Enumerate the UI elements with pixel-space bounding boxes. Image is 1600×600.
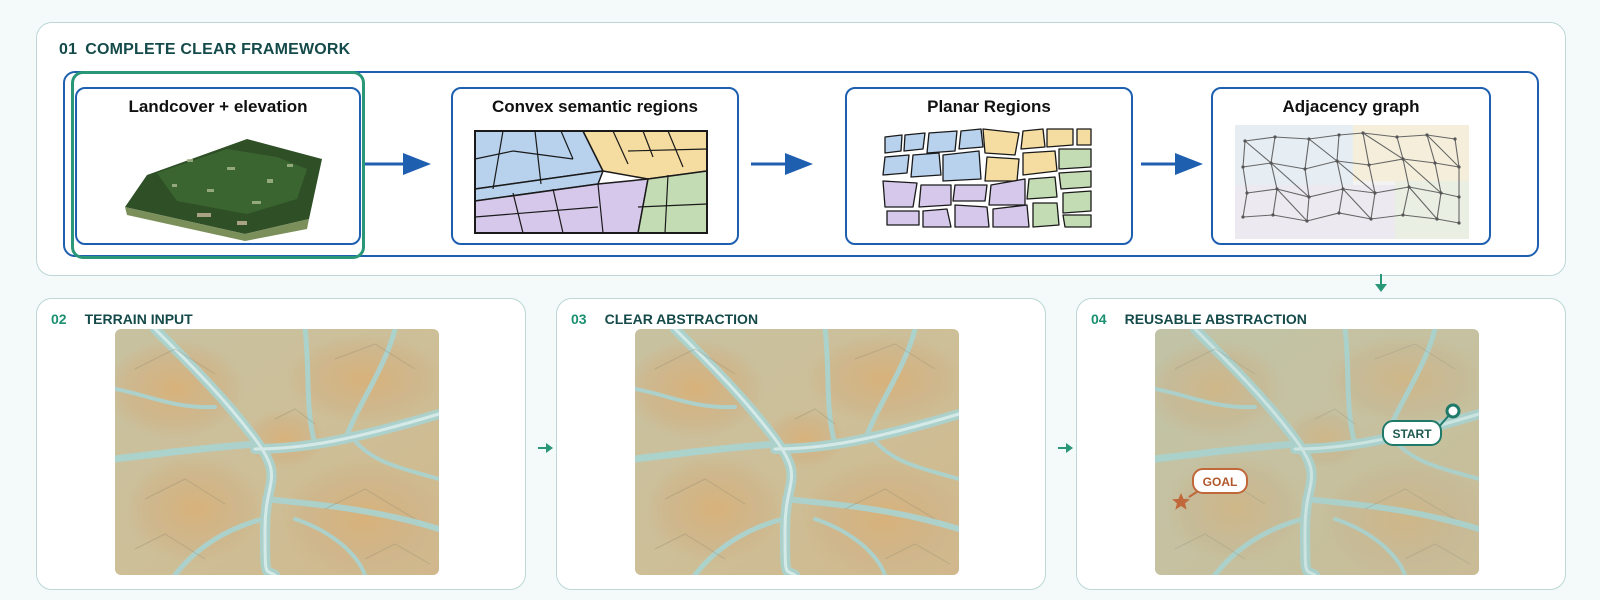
panel-title-text: TERRAIN INPUT [84,311,193,327]
flow-arrow-icon [1141,153,1203,175]
panel-title-text: REUSABLE ABSTRACTION [1124,311,1307,327]
card-adjacency-graph: Adjacency graph [1211,87,1491,245]
flow-arrow-icon [365,153,431,175]
right-arrow-icon [1058,443,1073,453]
card-title: Planar Regions [927,97,1051,116]
card-title: Adjacency graph [1282,97,1420,116]
card-planar-regions: Planar Regions [845,87,1133,245]
start-marker: START [1382,403,1461,446]
convex-regions-graphic [474,130,708,234]
reusable-abstraction-panel: 04 REUSABLE ABSTRACTION START GOAL [1076,298,1566,590]
terrain-map [115,329,439,575]
panel-number: 04 [1091,311,1107,327]
down-arrow-icon [1375,274,1387,292]
start-label: START [1392,427,1432,441]
reusable-map: START GOAL [1155,329,1479,575]
panel-title: 01 COMPLETE CLEAR FRAMEWORK [59,41,350,59]
pipeline-frame [63,71,1539,257]
panel-title: 02 TERRAIN INPUT [51,311,193,327]
panel-number: 02 [51,311,67,327]
clear-abstraction-panel: 03 CLEAR ABSTRACTION [556,298,1046,590]
goal-label: GOAL [1203,475,1238,489]
goal-marker: GOAL [1172,468,1248,510]
panel-number: 03 [571,311,587,327]
panel-number: 01 [59,41,78,58]
panel-title-text: COMPLETE CLEAR FRAMEWORK [85,41,351,58]
adjacency-graph-graphic [1235,125,1469,239]
elevation-map-graphic [125,139,322,241]
card-title: Landcover + elevation [128,97,308,116]
highlight-frame [71,71,365,259]
card-title: Convex semantic regions [492,97,698,116]
star-icon [1172,493,1190,510]
card-convex-semantic-regions: Convex semantic regions [451,87,739,245]
flow-arrow-icon [751,153,813,175]
terrain-input-panel: 02 TERRAIN INPUT [36,298,526,590]
panel-title: 03 CLEAR ABSTRACTION [571,311,758,327]
right-arrow-icon [538,443,553,453]
abstraction-map [635,329,959,575]
framework-panel: 01 COMPLETE CLEAR FRAMEWORK Landcover + e… [36,22,1566,276]
planar-regions-graphic [882,128,1092,228]
card-landcover-elevation: Landcover + elevation [75,87,361,245]
panel-title-text: CLEAR ABSTRACTION [604,311,759,327]
panel-title: 04 REUSABLE ABSTRACTION [1091,311,1307,327]
